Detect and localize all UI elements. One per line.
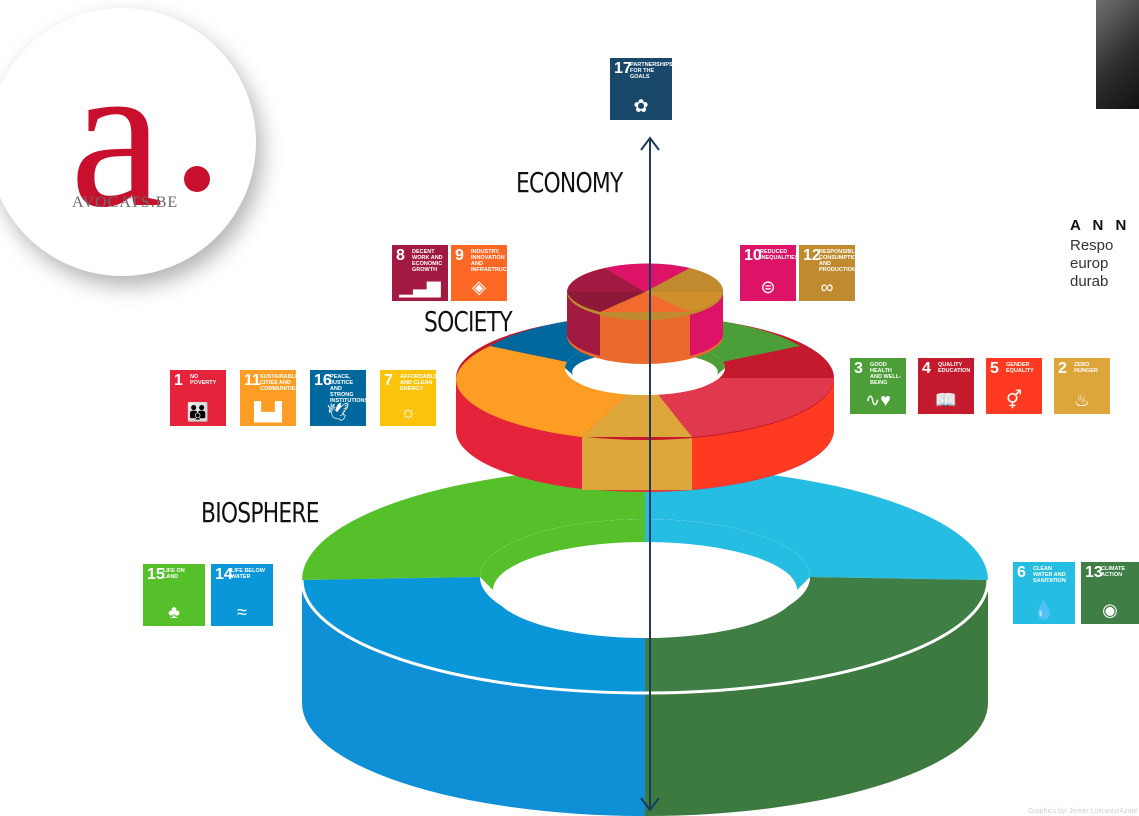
sdg-tile-12: 12 RESPONSIBLE CONSUMPTION AND PRODUCTIO… [799, 245, 855, 301]
sdg-tile-1: 1 NO POVERTY 👪 [170, 370, 226, 426]
author-bio-line: Respo [1070, 237, 1114, 254]
family-icon: 👪 [186, 402, 210, 422]
fish-icon: ≈ [237, 602, 247, 622]
water-drop-icon: 💧 [1032, 600, 1056, 620]
avocats-logo-badge: a AVOCATS.BE [0, 8, 256, 276]
society-label: SOCIETY [424, 305, 513, 338]
sdg-tile-6: 6 CLEAN WATER AND SANITATION 💧 [1013, 562, 1075, 624]
heartbeat-icon: ∿♥ [865, 390, 891, 410]
tree-icon: ♣ [168, 602, 180, 622]
book-icon: 📖 [934, 390, 958, 410]
infinity-icon: ∞ [820, 277, 834, 297]
eye-globe-icon: ◉ [1102, 600, 1118, 620]
logo-brand-text: AVOCATS.BE [72, 194, 179, 211]
biosphere-label: BIOSPHERE [201, 496, 320, 529]
biosphere-ring [300, 467, 990, 816]
dove-icon: 🕊 [326, 402, 350, 422]
society-ring [455, 315, 834, 492]
flower-icon: ✿ [633, 96, 649, 116]
author-bio-line: durab [1070, 273, 1109, 290]
logo-letter: a [70, 19, 164, 251]
author-name: A N N [1070, 217, 1131, 234]
author-photo [1096, 0, 1139, 109]
sdg-tile-3: 3 GOOD HEALTH AND WELL-BEING ∿♥ [850, 358, 906, 414]
sdg-tile-7: 7 AFFORDABLE AND CLEAN ENERGY ☼ [380, 370, 436, 426]
sdg-tile-4: 4 QUALITY EDUCATION 📖 [918, 358, 974, 414]
growth-chart-icon: ▁▃▆ [399, 277, 441, 297]
logo-dot [184, 166, 210, 192]
gender-icon: ⚥ [1005, 390, 1023, 410]
equals-icon: ⊜ [760, 277, 776, 297]
sdg-tile-17: 17 PARTNERSHIPS FOR THE GOALS ✿ [610, 58, 672, 120]
sdg-tile-2: 2 ZERO HUNGER ♨ [1054, 358, 1110, 414]
economy-disc [567, 263, 724, 364]
sdg-tile-13: 13 CLIMATE ACTION ◉ [1081, 562, 1139, 624]
axis-arrow [640, 136, 660, 812]
sdg-tile-5: 5 GENDER EQUALITY ⚥ [986, 358, 1042, 414]
sdg-tile-16: 16 PEACE, JUSTICE AND STRONG INSTITUTION… [310, 370, 366, 426]
cubes-icon: ◈ [472, 277, 486, 297]
sdg-tile-9: 9 INDUSTRY, INNOVATION AND INFRASTRUCTUR… [451, 245, 507, 301]
sdg-tile-14: 14 LIFE BELOW WATER ≈ [211, 564, 273, 626]
author-bio: Respo europ durab [1070, 237, 1139, 291]
graphic-credit: Graphics by: Jerker Lokrantz/Azote [1028, 808, 1138, 815]
sdg-tile-10: 10 REDUCED INEQUALITIES ⊜ [740, 245, 796, 301]
sdg-tile-15: 15 LIFE ON LAND ♣ [143, 564, 205, 626]
sdg-tile-8: 8 DECENT WORK AND ECONOMIC GROWTH ▁▃▆ [392, 245, 448, 301]
buildings-icon: ▙▟ [254, 402, 282, 422]
bowl-icon: ♨ [1073, 390, 1091, 410]
sun-icon: ☼ [399, 402, 417, 422]
sdg-tile-11: 11 SUSTAINABLE CITIES AND COMMUNITIES ▙▟ [240, 370, 296, 426]
author-bio-line: europ [1070, 255, 1109, 272]
economy-label: ECONOMY [516, 166, 623, 199]
